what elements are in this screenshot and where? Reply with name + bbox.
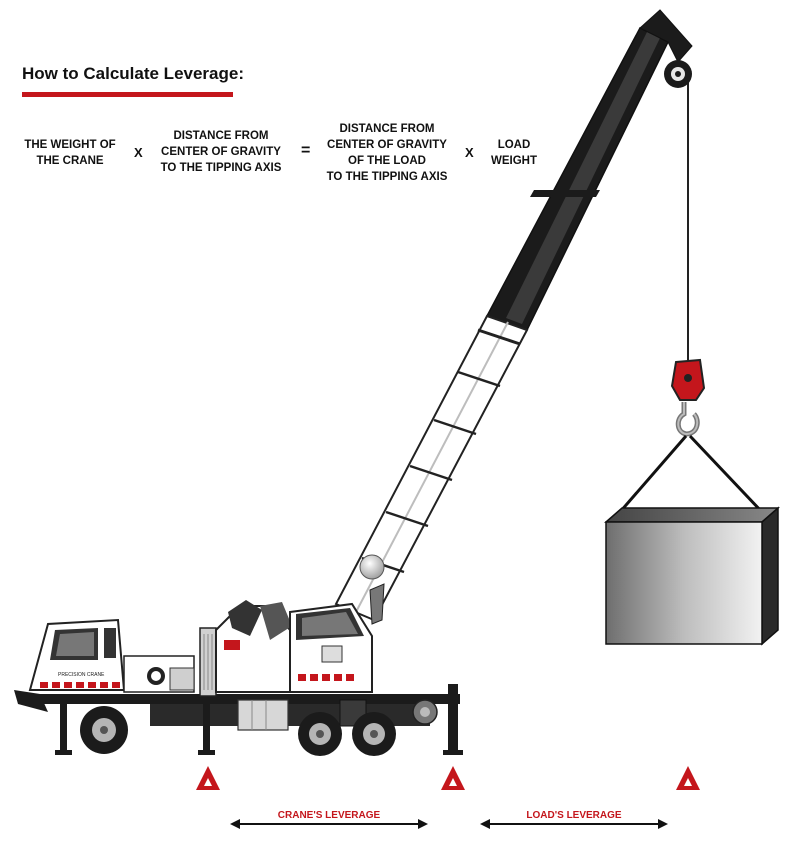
truck-cab: PRECISION CRANE bbox=[28, 618, 195, 693]
boom-tip bbox=[639, 9, 693, 88]
load-leverage-label: LOAD'S LEVERAGE bbox=[526, 810, 621, 821]
load-box bbox=[604, 506, 780, 646]
outrigger-front bbox=[55, 704, 72, 755]
page-title: How to Calculate Leverage: bbox=[22, 64, 245, 83]
outrigger-right bbox=[443, 684, 463, 755]
formula-crane-distance: DISTANCE FROM CENTER OF GRAVITY TO THE T… bbox=[160, 130, 282, 174]
cab-company-text: PRECISION CRANE bbox=[58, 672, 105, 678]
boom-pivot-ball bbox=[359, 554, 385, 580]
title-underline bbox=[22, 92, 233, 97]
sling-right bbox=[688, 434, 764, 514]
formula-multiply-sign-1: X bbox=[134, 145, 143, 160]
crane-leverage-label: CRANE'S LEVERAGE bbox=[278, 810, 381, 821]
load-leverage-arrow: LOAD'S LEVERAGE bbox=[480, 810, 668, 829]
boom-upper-section bbox=[485, 27, 670, 331]
formula-equals-sign: = bbox=[301, 142, 311, 159]
operator-cab-red-stripes bbox=[298, 674, 354, 681]
boom-lower-section bbox=[334, 314, 529, 622]
formula-multiply-sign-2: X bbox=[465, 145, 474, 160]
triangle-marker-icon bbox=[676, 766, 700, 790]
formula-crane-weight: THE WEIGHT OF THE CRANE bbox=[24, 139, 116, 167]
crane-leverage-arrow: CRANE'S LEVERAGE bbox=[230, 810, 428, 829]
sling-left bbox=[618, 435, 688, 513]
triangle-marker-icon bbox=[441, 766, 465, 790]
triangle-marker-icon bbox=[196, 766, 220, 790]
cab-red-stripes bbox=[40, 682, 120, 688]
hook-block-icon bbox=[670, 358, 706, 437]
wheel-rear-2 bbox=[352, 712, 396, 756]
wheel-front bbox=[80, 706, 128, 754]
formula-load-weight: LOAD WEIGHT bbox=[491, 139, 537, 167]
formula-load-distance: DISTANCE FROM CENTER OF GRAVITY OF THE L… bbox=[326, 123, 448, 183]
operator-cab bbox=[199, 583, 385, 697]
outrigger-left bbox=[198, 700, 215, 755]
wheel-rear-1 bbox=[298, 712, 342, 756]
